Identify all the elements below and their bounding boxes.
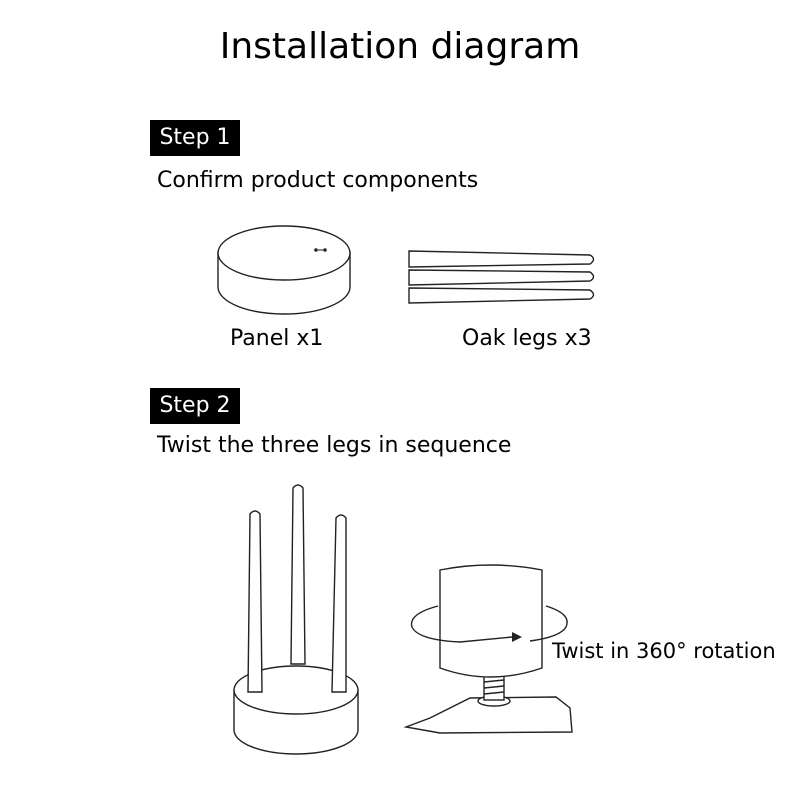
step2-badge: Step 2 xyxy=(150,388,240,424)
page-title: Installation diagram xyxy=(219,26,581,67)
twist-detail-illustration xyxy=(403,564,573,734)
step1-description: Confirm product components xyxy=(157,168,479,193)
panel-illustration xyxy=(217,225,351,315)
rotation-label: Twist in 360° rotation xyxy=(552,639,776,663)
panel-port-icon xyxy=(314,248,327,252)
legs-illustration xyxy=(408,250,595,304)
step2-description: Twist the three legs in sequence xyxy=(157,433,512,458)
step1-badge: Step 1 xyxy=(150,120,240,156)
assembled-stand-illustration xyxy=(233,484,359,755)
panel-caption: Panel x1 xyxy=(230,326,324,351)
legs-caption: Oak legs x3 xyxy=(462,326,592,351)
